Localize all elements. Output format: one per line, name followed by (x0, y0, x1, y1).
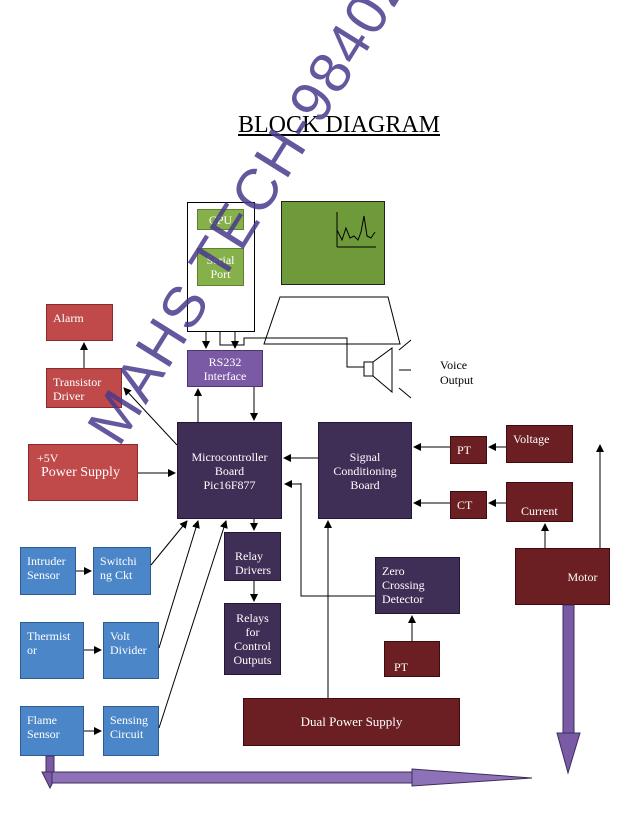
pt-top-label: PT (457, 443, 472, 457)
transistor-driver-block: Transistor Driver (46, 368, 122, 408)
power-supply-volt-label: +5V (37, 451, 59, 465)
switching-circuit-label: Switchi ng Ckt (100, 554, 137, 582)
bottom-flow-arrow (51, 768, 533, 787)
intruder-sensor-label: Intruder Sensor (27, 554, 66, 582)
zero-crossing-label: Zero Crossing Detector (382, 564, 425, 606)
alarm-label: Alarm (53, 311, 84, 325)
sensing-circuit-label: Sensing Circuit (110, 713, 149, 741)
ct-block: CT (450, 491, 487, 519)
signal-conditioning-label: Signal Conditioning Board (333, 449, 397, 492)
voice-output-label: Voice Output (440, 358, 474, 387)
motor-label: Motor (567, 569, 598, 584)
signal-conditioning-block: Signal Conditioning Board (318, 422, 412, 519)
microcontroller-board-block: Microcontroller Board Pic16F877 (177, 422, 282, 519)
cpu-label: CPU (208, 212, 233, 227)
flame-sensor-label: Flame Sensor (27, 713, 60, 741)
power-supply-block: +5V Power Supply (28, 444, 138, 501)
cpu-block: CPU (197, 209, 244, 230)
pt-bottom-label: PT (394, 660, 409, 674)
rs232-label: RS232 Interface (203, 354, 247, 383)
intruder-sensor-block: Intruder Sensor (20, 547, 76, 595)
power-supply-label: Power Supply (41, 465, 120, 480)
relay-drivers-block: Relay Drivers (224, 532, 281, 581)
sensing-circuit-block: Sensing Circuit (103, 706, 159, 756)
pt-bottom-block: PT (384, 641, 440, 677)
thermistor-block: Thermist or (20, 622, 84, 679)
volt-divider-block: Volt Divider (103, 622, 159, 679)
thermistor-label: Thermist or (27, 629, 71, 657)
relay-drivers-label: Relay Drivers (235, 549, 271, 577)
page-title: BLOCK DIAGRAM (238, 112, 441, 138)
serial-port-block: Serial Port (197, 248, 244, 286)
speaker-icon (363, 339, 412, 399)
voltage-block: Voltage (506, 425, 573, 463)
relays-label: Relays for Control Outputs (233, 611, 272, 667)
alarm-block: Alarm (46, 304, 113, 341)
ct-label: CT (457, 498, 473, 512)
voltage-label: Voltage (513, 432, 550, 446)
dual-power-supply-block: Dual Power Supply (243, 698, 460, 746)
microcontroller-label: Microcontroller Board Pic16F877 (191, 449, 268, 492)
switching-circuit-block: Switchi ng Ckt (93, 547, 151, 595)
waveform-graph-icon (336, 212, 376, 248)
current-label: Current (521, 504, 558, 518)
pt-top-block: PT (450, 436, 487, 464)
transistor-driver-label: Transistor Driver (53, 375, 102, 403)
flame-sensor-block: Flame Sensor (20, 706, 84, 756)
monitor-base (263, 296, 401, 345)
motor-block: Motor (515, 548, 610, 605)
relays-control-outputs-block: Relays for Control Outputs (224, 603, 281, 675)
volt-divider-label: Volt Divider (110, 629, 147, 657)
serial-port-label: Serial Port (206, 253, 235, 281)
current-block: Current (506, 482, 573, 522)
motor-output-arrow (556, 604, 581, 775)
zero-crossing-detector-block: Zero Crossing Detector (375, 557, 460, 614)
dual-power-supply-text: Dual Power Supply (300, 714, 403, 729)
rs232-interface-block: RS232 Interface (187, 350, 263, 387)
monitor-screen (281, 201, 385, 285)
